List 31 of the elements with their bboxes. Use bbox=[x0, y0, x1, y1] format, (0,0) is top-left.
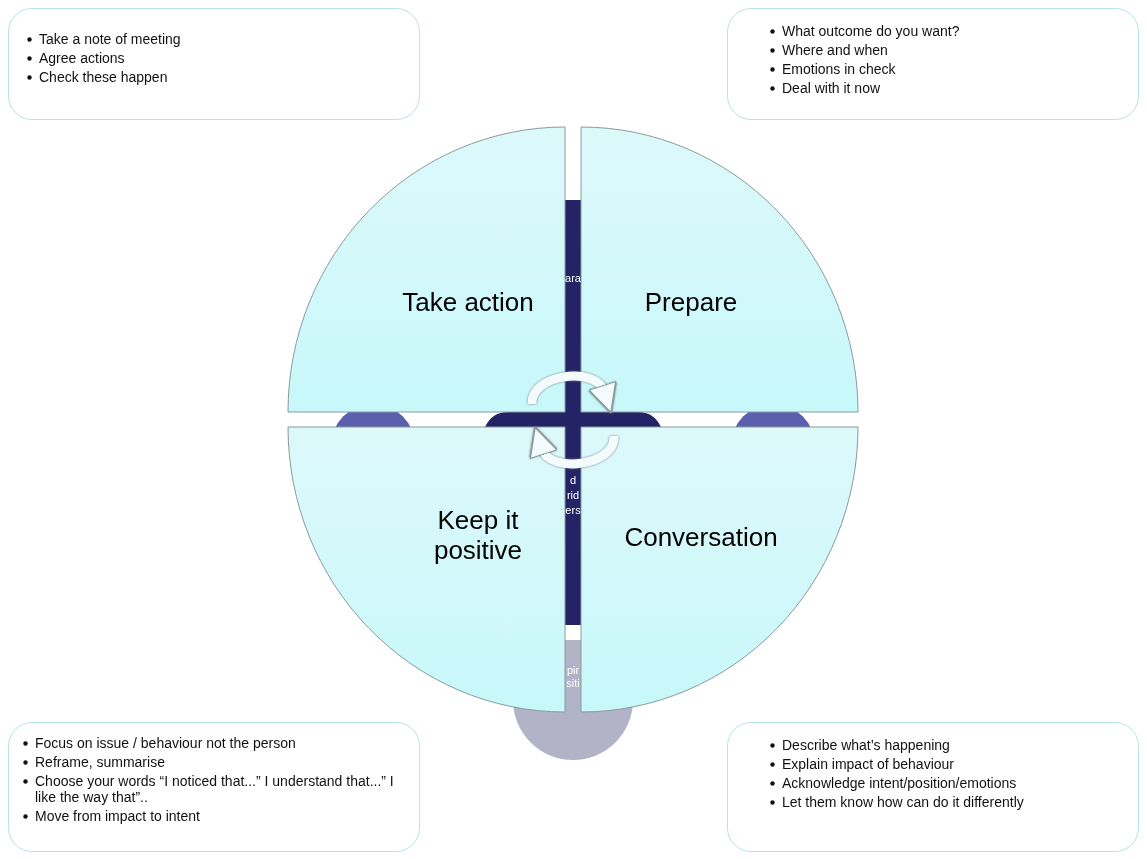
bullet-text: Reframe, summarise bbox=[35, 754, 165, 770]
text-box bbox=[727, 8, 1139, 120]
bar-text: d bbox=[568, 474, 578, 486]
text-box bbox=[8, 722, 420, 852]
bar-text: siti bbox=[565, 677, 581, 689]
stage-title: Conversation bbox=[623, 522, 779, 552]
bar-text: ers bbox=[564, 504, 582, 516]
bar-text: pir bbox=[565, 664, 581, 676]
bullet-text: What outcome do you want? bbox=[782, 23, 960, 39]
bullet-text: Take a note of meeting bbox=[39, 31, 181, 47]
bullet-text: Acknowledge intent/position/emotions bbox=[782, 775, 1017, 791]
cycle-arrow bbox=[529, 428, 619, 469]
bullet-text: Focus on issue / behaviour not the person bbox=[35, 735, 296, 751]
cycle-arrow bbox=[527, 371, 617, 412]
bar-text: ara bbox=[564, 272, 582, 284]
bullet-text: Deal with it now bbox=[782, 80, 881, 96]
bullet-text: Move from impact to intent bbox=[35, 808, 200, 824]
bullet-text: Where and when bbox=[782, 42, 888, 58]
bullet-text: Describe what’s happening bbox=[782, 737, 950, 753]
text-box bbox=[8, 8, 420, 120]
bar-text: rid bbox=[565, 489, 581, 501]
bullet-text: Explain impact of behaviour bbox=[782, 756, 954, 772]
bullet-text: Choose your words “I noticed that...” I understand that...” I like the way that”.. bbox=[35, 773, 394, 805]
text-box bbox=[727, 722, 1139, 852]
bullet-text: Agree actions bbox=[39, 50, 125, 66]
bullet-text: Check these happen bbox=[39, 69, 168, 85]
stage-title: Take action bbox=[401, 287, 535, 317]
bullet-text: Let them know how can do it differently bbox=[782, 794, 1024, 810]
bullet-text: Emotions in check bbox=[782, 61, 896, 77]
stage-title: Prepare bbox=[643, 287, 739, 317]
stage-title: Keep it positive bbox=[432, 505, 524, 565]
